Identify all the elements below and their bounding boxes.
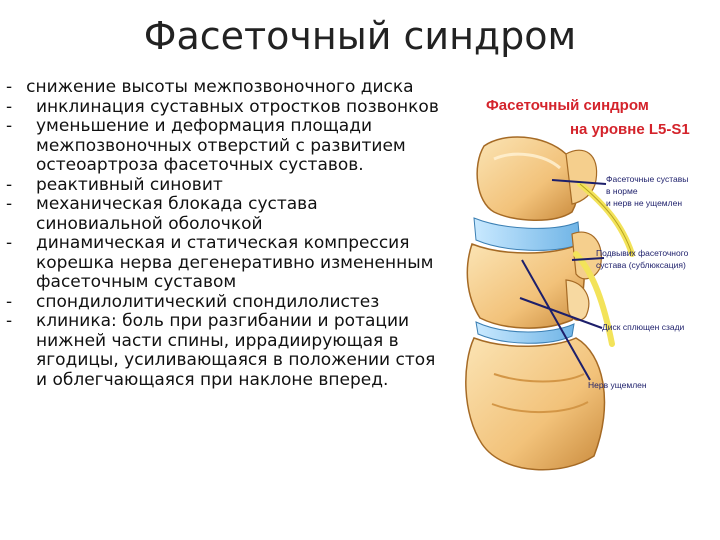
compressed-disc: [475, 321, 575, 344]
bullet-text: снижение высоты межпозвоночного диска: [26, 77, 414, 97]
vertebra-middle: [466, 242, 585, 329]
slide-title: Фасеточный синдром: [143, 14, 577, 58]
spine-illustration: Фасеточный синдром на уровне L5-S1 Фасет…: [465, 97, 690, 471]
sacrum: [465, 337, 606, 471]
vertebra-upper: [476, 136, 579, 221]
bullet-item: - уменьшение и деформация площади межпозв…: [6, 116, 446, 176]
label-subluxation-line2: сустава (сублюксация): [596, 260, 686, 270]
bullet-item: - реактивный синовит: [6, 174, 446, 196]
bullet-dash: -: [6, 96, 13, 117]
bullet-text: инклинация суставных отростков позвонков: [36, 96, 439, 117]
figure-title-line1: Фасеточный синдром: [486, 97, 649, 114]
bullet-text: реактивный синовит: [36, 174, 223, 195]
label-nerve: Нерв ущемлен: [588, 380, 647, 390]
bullet-text: спондилолитический спондилолистез: [36, 291, 380, 312]
bullet-dash: -: [6, 194, 13, 214]
bullet-dash: -: [6, 174, 13, 195]
label-disc: Диск сплющен сзади: [602, 322, 685, 332]
bullet-dash: -: [6, 116, 13, 136]
bullet-item: - клиника: боль при разгибании и ротации …: [6, 311, 446, 390]
bullet-item: - инклинация суставных отростков позвонко…: [6, 96, 446, 118]
bullet-item: -снижение высоты межпозвоночного диска: [6, 77, 446, 98]
label-normal-line3: и нерв не ущемлен: [606, 198, 682, 208]
bullet-text: клиника: боль при разгибании и ротации н…: [36, 311, 436, 390]
bullet-text: динамическая и статическая компрессия ко…: [36, 233, 434, 292]
bullet-dash: -: [6, 311, 13, 331]
bullet-text: механическая блокада сустава синовиально…: [36, 194, 318, 234]
bullet-list: -снижение высоты межпозвоночного диска -…: [6, 77, 446, 390]
label-subluxation-line1: Подвывих фасеточного: [596, 248, 689, 258]
bullet-dash: -: [6, 233, 13, 253]
bullet-item: - динамическая и статическая компрессия к…: [6, 233, 446, 293]
bullet-item: - спондилолитический спондилолистез: [6, 291, 446, 313]
intervertebral-disc-upper: [473, 217, 581, 251]
figure-title-line2: на уровне L5-S1: [570, 121, 690, 138]
bullet-text: уменьшение и деформация площади межпозво…: [36, 116, 406, 175]
label-normal-line1: Фасеточные суставы: [606, 174, 688, 184]
bullet-item: - механическая блокада сустава синовиальн…: [6, 194, 446, 234]
bullet-dash: -: [6, 291, 13, 312]
label-normal-line2: в норме: [606, 186, 638, 196]
leader-lines: [519, 179, 607, 381]
bullet-dash: -: [6, 77, 13, 97]
